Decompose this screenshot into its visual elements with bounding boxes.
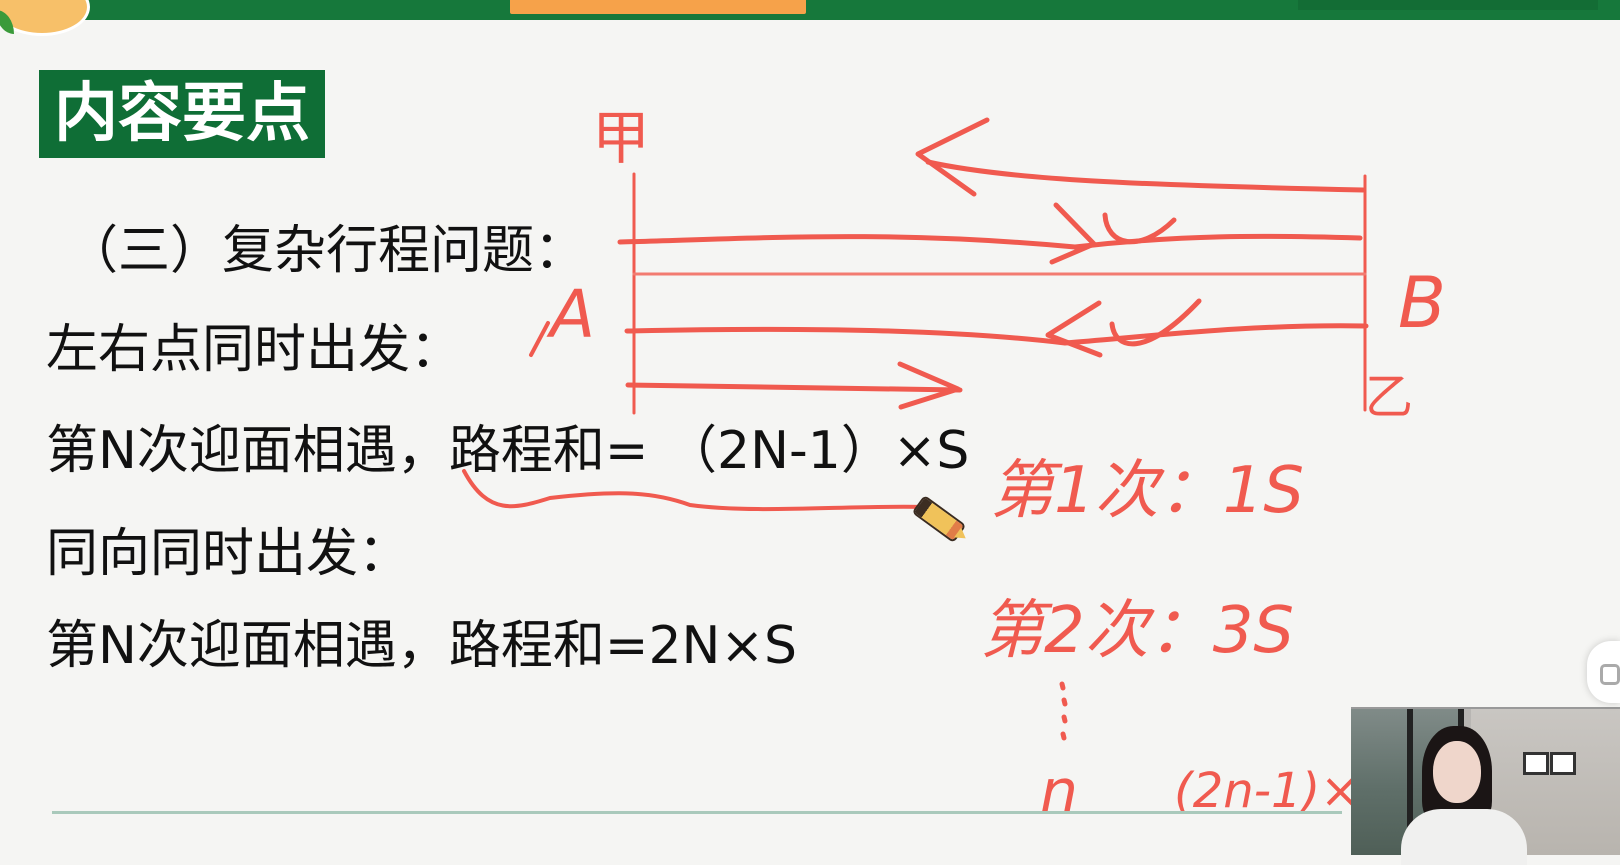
person-b-label: 乙 xyxy=(1365,369,1413,425)
bottom-forward-arrow xyxy=(625,382,963,393)
webcam-window-left xyxy=(1351,709,1413,855)
slide-divider xyxy=(52,811,1342,814)
presenter-shirt xyxy=(1401,809,1527,865)
ellipsis-dots xyxy=(1059,681,1068,741)
top-meet-line xyxy=(617,233,1363,250)
header-right-mark xyxy=(1298,0,1598,10)
point-b-label: B xyxy=(1398,262,1446,344)
presenter-person xyxy=(1401,722,1527,865)
bottom-meet-line xyxy=(624,323,1369,346)
lesson-line-complex-trip: （三）复杂行程问题： xyxy=(66,221,587,281)
wall-frame-icon xyxy=(1550,752,1576,775)
top-meet-cup xyxy=(1102,212,1177,245)
top-return-arrow xyxy=(925,159,1366,193)
wall-frame-icon xyxy=(1523,752,1549,775)
second-meeting-note: 第2次：3S xyxy=(980,594,1294,668)
bottom-meet-arrow-head xyxy=(1045,300,1103,358)
bottom-forward-arrow-head xyxy=(897,361,961,410)
top-progress-tab xyxy=(510,0,806,14)
lesson-line-same-formula: 第N次迎面相遇，路程和=2N×S xyxy=(46,616,798,676)
top-meet-arrow-head xyxy=(1049,202,1097,265)
point-a-label: A xyxy=(546,276,595,353)
lesson-line-opposite-start: 左右点同时出发： xyxy=(46,320,463,380)
first-meeting-note: 第1次：1S xyxy=(990,454,1304,528)
presenter-face xyxy=(1433,741,1481,803)
top-bar xyxy=(0,0,1620,20)
a-left-tick xyxy=(529,321,550,357)
chat-bubble-icon[interactable] xyxy=(1587,641,1620,703)
nth-meeting-n-note: n xyxy=(1040,757,1078,827)
lesson-line-opposite-formula: 第N次迎面相遇，路程和= （2N-1）×S xyxy=(46,421,970,481)
pencil-icon xyxy=(914,497,964,541)
section-title: 内容要点 xyxy=(39,70,325,158)
top-return-arrow-head xyxy=(915,117,990,197)
bottom-meet-cup xyxy=(1109,298,1202,347)
lesson-line-same-start: 同向同时出发： xyxy=(46,524,411,584)
person-a-label: 甲 xyxy=(592,104,650,172)
